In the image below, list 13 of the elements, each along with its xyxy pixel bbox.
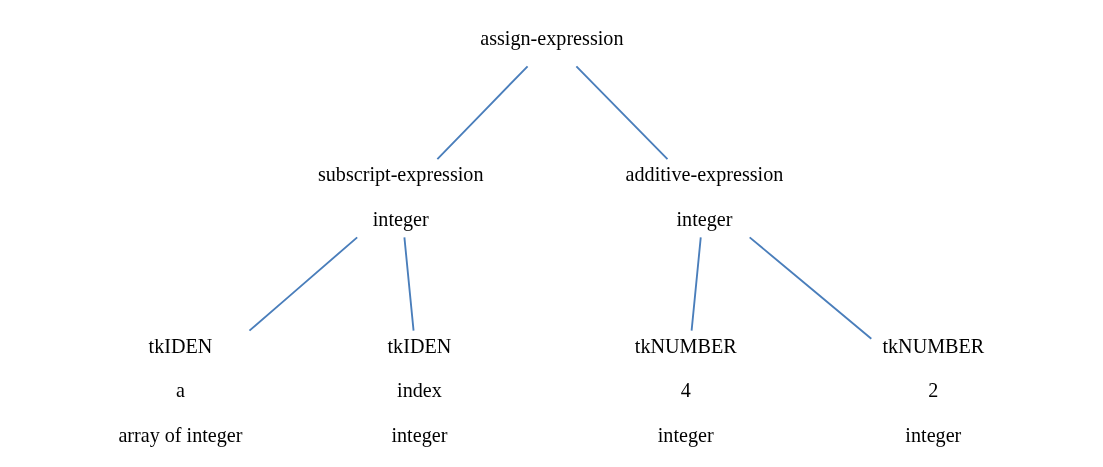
connector bbox=[403, 236, 415, 332]
node-text: assign-expression bbox=[480, 27, 624, 50]
connector bbox=[690, 236, 702, 332]
node-text: subscript-expression integer bbox=[317, 163, 484, 230]
connector bbox=[748, 236, 873, 340]
node-text: additive-expression integer bbox=[625, 163, 784, 230]
connector bbox=[575, 65, 669, 161]
node-text: tkNUMBER 2 integer bbox=[882, 334, 985, 446]
connector bbox=[436, 65, 529, 161]
node-text: tkIDEN a array of integer bbox=[118, 334, 243, 446]
node-text: tkNUMBER 4 integer bbox=[634, 334, 737, 446]
node-text: tkIDEN index integer bbox=[387, 334, 452, 446]
connector bbox=[248, 236, 359, 332]
